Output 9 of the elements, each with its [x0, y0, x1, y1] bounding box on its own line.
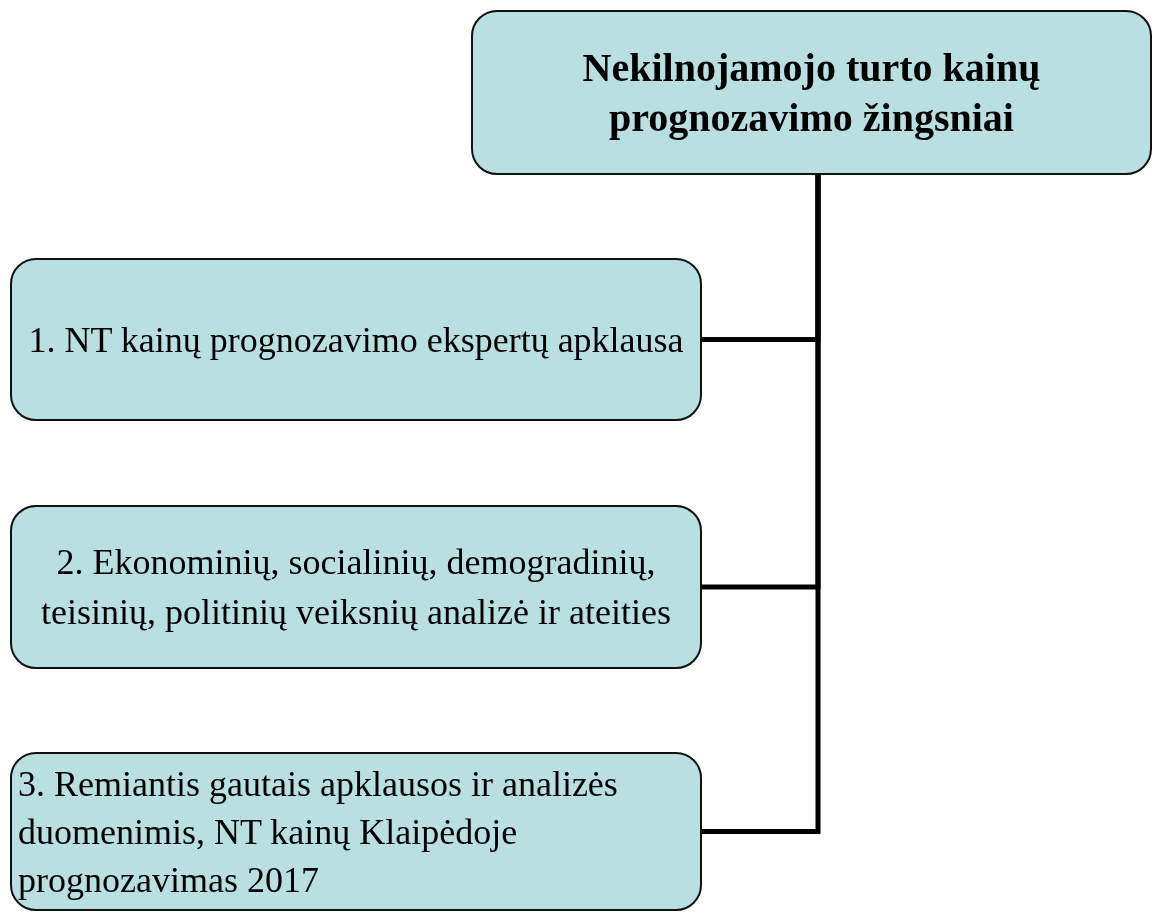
step-box — [10, 752, 702, 911]
step-text: 3. Remiantis gautais apklausos ir analizės duomenimis, NT kainų Klaipėdoje prognozavimas 2017 — [18, 762, 619, 902]
connector-line — [702, 175, 821, 834]
step-text: 2. Ekonominių, socialinių, demogradinių, teisinių, politinių veiksnių analizė ir ateities — [40, 541, 672, 634]
step-box — [10, 258, 702, 421]
title-box — [471, 10, 1152, 175]
step-text: 1. NT kainų prognozavimo ekspertų apklausa — [27, 318, 685, 362]
step-box — [10, 505, 702, 669]
title-text: Nekilnojamojo turto kainų prognozavimo žingsniai — [581, 43, 1042, 142]
